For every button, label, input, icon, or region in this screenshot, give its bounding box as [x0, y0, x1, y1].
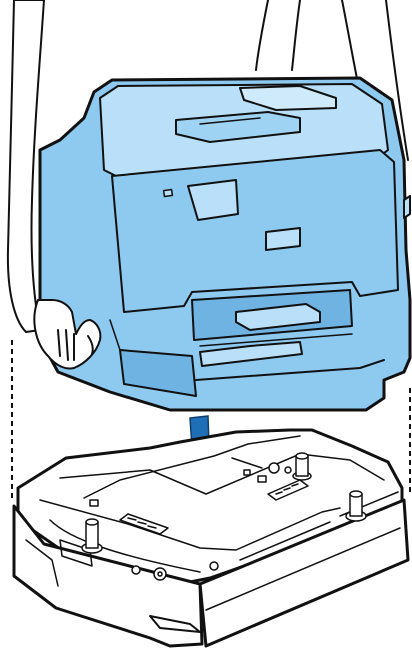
front-slot [266, 228, 300, 250]
power-button-icon [164, 189, 173, 196]
optional-cassette-unit [14, 430, 408, 646]
control-panel-screen [188, 180, 238, 220]
printer-front [112, 150, 398, 312]
alignment-pin-back-right [293, 453, 311, 480]
printer [40, 78, 410, 410]
